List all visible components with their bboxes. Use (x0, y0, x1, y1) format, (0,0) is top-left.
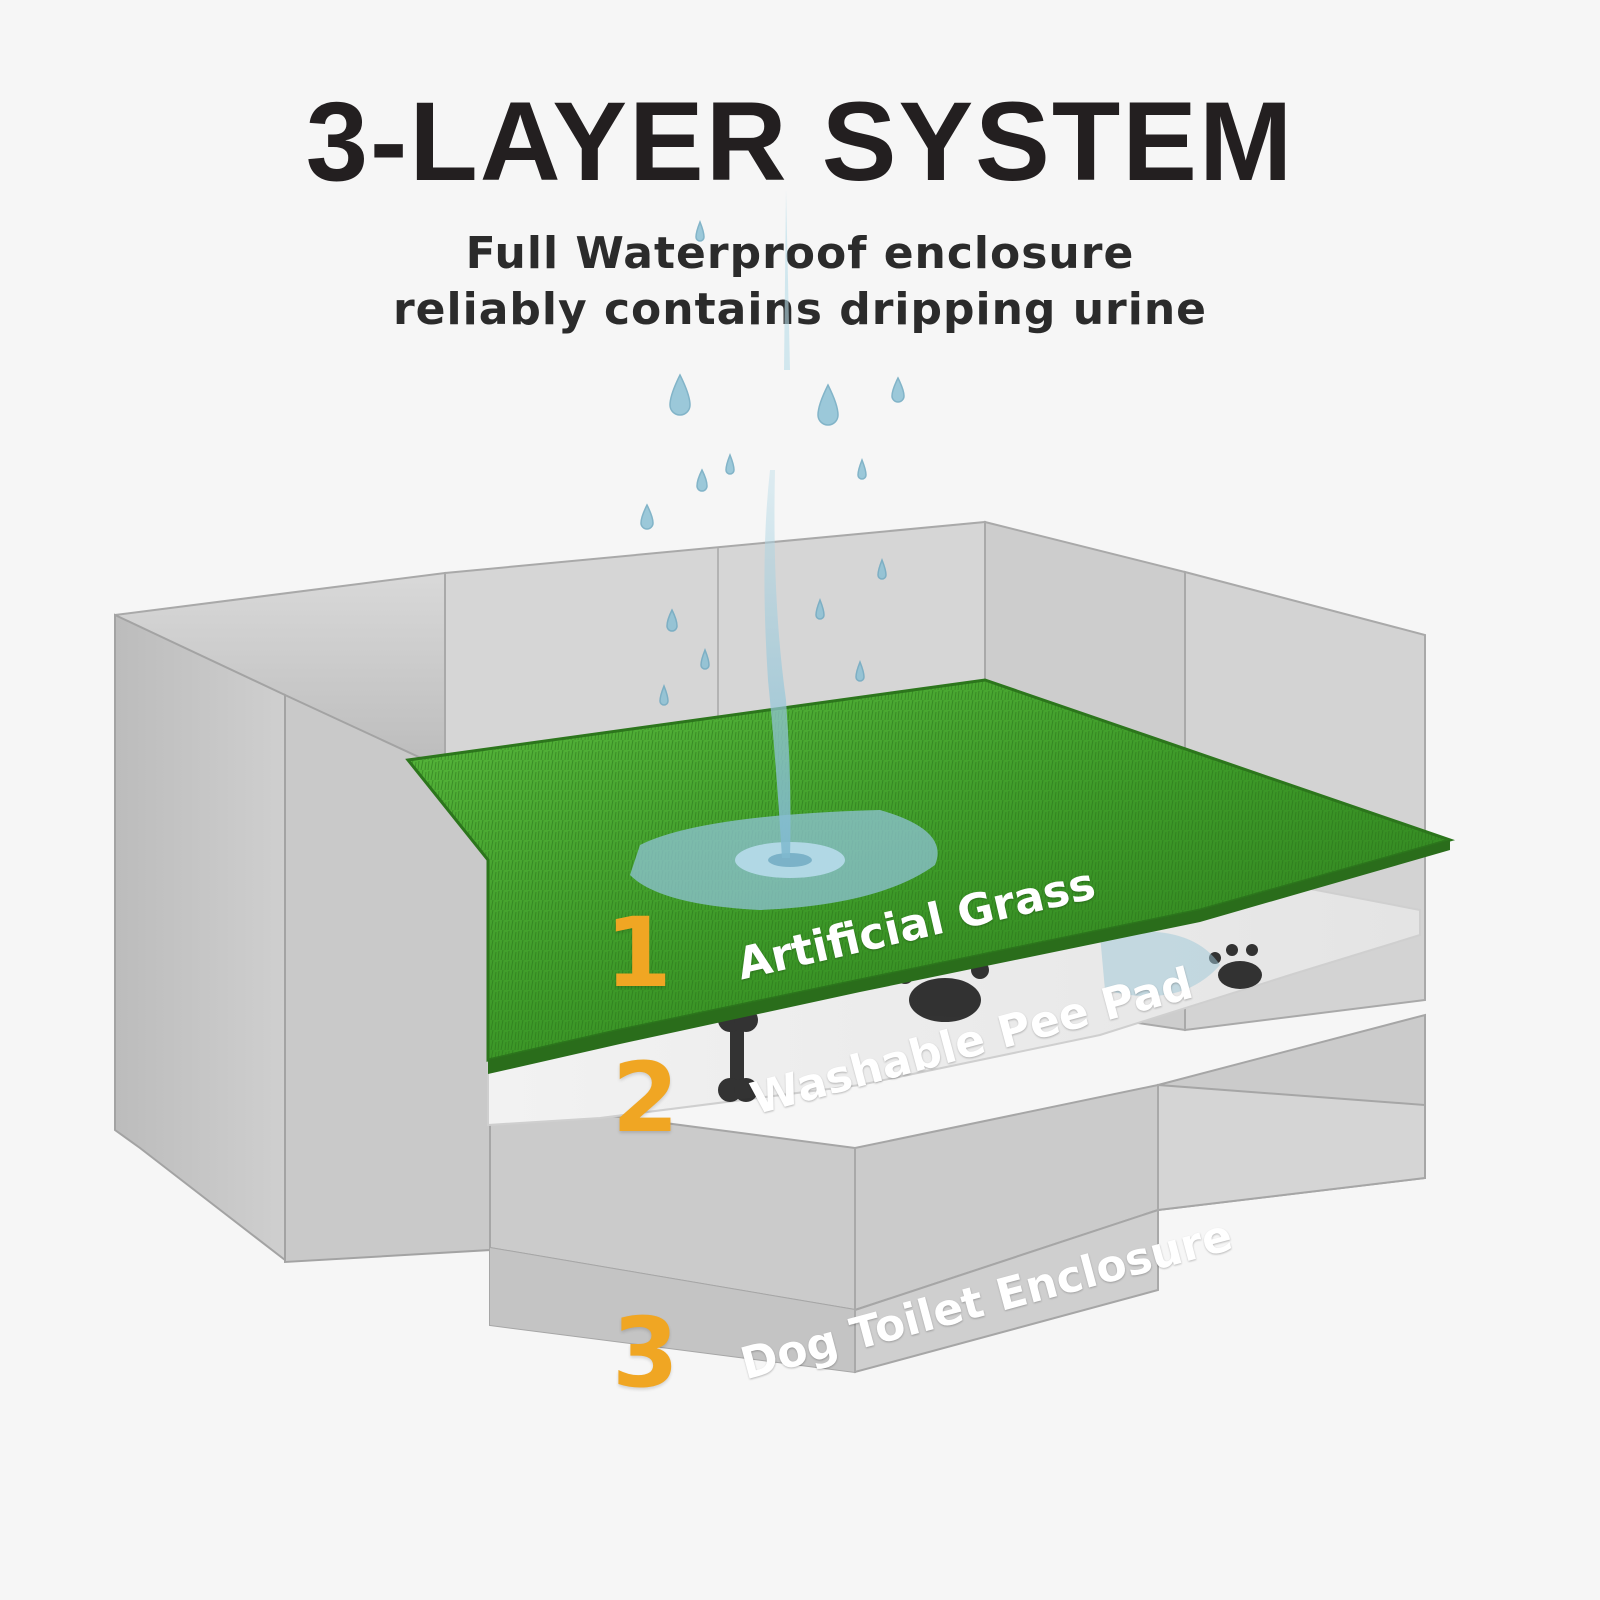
page-title: 3-LAYER SYSTEM (305, 79, 1295, 204)
layer-3-number: 3 (612, 1297, 679, 1409)
subtitle-line-1: Full Waterproof enclosure (465, 228, 1135, 279)
left-outer-wall (114, 613, 286, 1263)
layer-1-number: 1 (605, 897, 672, 1009)
layer-2-number: 2 (612, 1042, 679, 1154)
subtitle-line-2: reliably contains dripping urine (392, 284, 1207, 335)
water-droplet-icon (640, 219, 905, 706)
water-stream (764, 470, 791, 858)
